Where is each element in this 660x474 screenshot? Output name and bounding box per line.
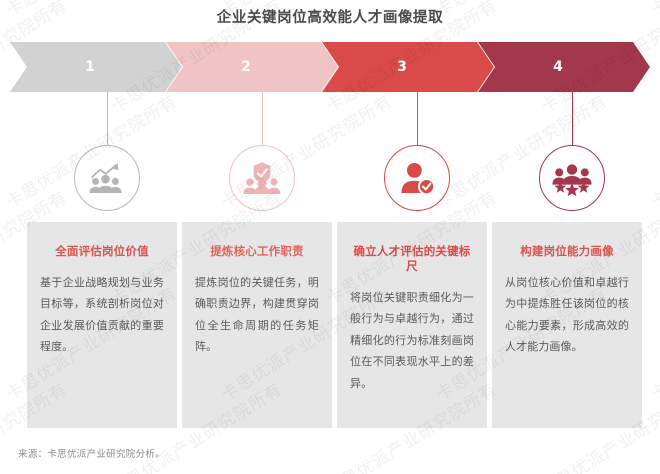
step-card-2: 提炼核心工作职责 提炼岗位的关键任务，明确职责边界，构建贯穿岗位全生命周期的任务… xyxy=(182,222,332,428)
connector-line-4 xyxy=(572,92,573,145)
watermark-text: 卡思优派产业研究院所有 xyxy=(647,91,660,214)
step-number-4: 4 xyxy=(553,59,563,75)
step-icon-circle-4 xyxy=(539,145,605,211)
step-icon-circle-1 xyxy=(74,145,140,211)
watermark-text: 卡思优派产业研究院所有 xyxy=(647,283,660,406)
step-arrow-3[interactable]: 3 xyxy=(322,42,494,92)
step-card-body-3: 将岗位关键职责细化为一般行为与卓越行为，通过精细化的行为标准刻画岗位在不同表现水… xyxy=(350,290,474,390)
connector-line-1 xyxy=(107,92,108,145)
step-number-3: 3 xyxy=(397,59,407,75)
step-card-1: 全面评估岗位价值 基于企业战略规划与业务目标等，系统剖析岗位对企业发展价值贡献的… xyxy=(27,222,177,428)
step-icon-circle-2 xyxy=(229,145,295,211)
people-growth-arrow-icon xyxy=(87,161,127,195)
step-card-body-2: 提炼岗位的关键任务，明确职责边界，构建贯穿岗位全生命周期的任务矩阵。 xyxy=(195,275,319,354)
connector-line-3 xyxy=(417,92,418,145)
step-card-body-4: 从岗位核心价值和卓越行为中提炼胜任该岗位的核心能力要素，形成高效的人才能力画像。 xyxy=(505,275,629,354)
step-card-heading-4: 构建岗位能力画像 xyxy=(520,244,614,258)
people-shield-check-icon xyxy=(242,160,282,196)
connector-line-2 xyxy=(262,92,263,145)
step-card-heading-1: 全面评估岗位价值 xyxy=(55,244,149,258)
step-icon-circle-3 xyxy=(384,145,450,211)
step-arrow-4[interactable]: 4 xyxy=(478,42,650,92)
step-card-3: 确立人才评估的关键标尺 将岗位关键职责细化为一般行为与卓越行为，通过精细化的行为… xyxy=(337,222,487,428)
step-arrow-1[interactable]: 1 xyxy=(10,42,182,92)
page-title: 企业关键岗位高效能人才画像提取 xyxy=(216,10,444,26)
step-number-2: 2 xyxy=(241,59,251,75)
people-stars-icon xyxy=(551,160,593,196)
person-check-badge-icon xyxy=(398,160,436,196)
step-arrow-banner: 1 2 3 4 xyxy=(10,42,650,92)
step-card-heading-2: 提炼核心工作职责 xyxy=(210,244,304,258)
step-card-heading-3: 确立人才评估的关键标尺 xyxy=(353,244,471,273)
step-number-1: 1 xyxy=(85,59,95,75)
step-card-body-1: 基于企业战略规划与业务目标等，系统剖析岗位对企业发展价值贡献的重要程度。 xyxy=(40,275,164,354)
step-card-4: 构建岗位能力画像 从岗位核心价值和卓越行为中提炼胜任该岗位的核心能力要素，形成高… xyxy=(492,222,642,428)
step-arrow-2[interactable]: 2 xyxy=(166,42,338,92)
source-note: 来源：卡思优派产业研究院分析。 xyxy=(18,449,166,460)
